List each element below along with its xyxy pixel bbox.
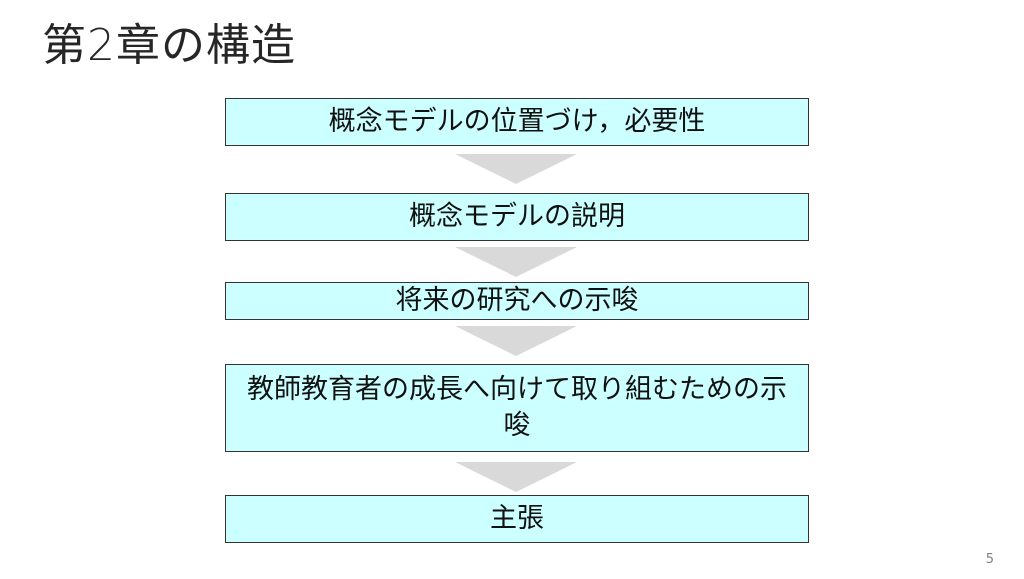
down-arrow-icon [455, 462, 577, 492]
flow-step-label: 主張 [490, 503, 544, 534]
down-arrow-icon [455, 247, 577, 277]
page-number: 5 [985, 552, 994, 567]
flow-step-3: 将来の研究への示唆 [225, 282, 809, 320]
flow-step-label: 将来の研究への示唆 [395, 285, 639, 316]
flow-step-5: 主張 [225, 495, 809, 543]
flow-step-label: 教師教育者の成長へ向けて取り組むための示唆 [247, 374, 787, 441]
down-arrow-icon [455, 154, 577, 184]
flow-step-1: 概念モデルの位置づけ，必要性 [225, 98, 809, 146]
flow-step-2: 概念モデルの説明 [225, 193, 809, 241]
flow-step-4: 教師教育者の成長へ向けて取り組むための示唆 [225, 364, 809, 452]
flow-step-label: 概念モデルの説明 [409, 201, 625, 232]
down-arrow-icon [455, 326, 577, 356]
flow-step-label: 概念モデルの位置づけ，必要性 [328, 106, 706, 137]
slide-title: 第2章の構造 [42, 20, 296, 71]
